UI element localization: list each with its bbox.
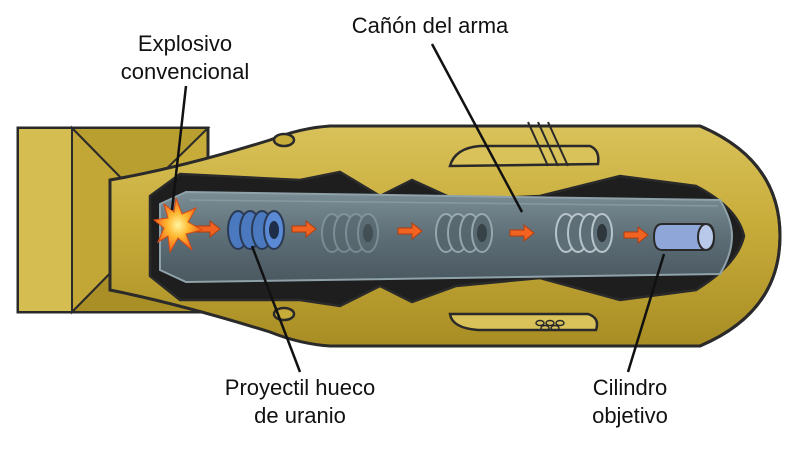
label-explosive-line2: convencional (120, 59, 250, 84)
motion-arrow (193, 219, 221, 239)
explosion-flash (152, 197, 204, 254)
motion-arrow (509, 223, 535, 243)
leader-line-projectile (250, 245, 302, 373)
label-target-line1: Cilindro (592, 375, 668, 400)
ghost-projectile (555, 213, 613, 253)
motion-arrow (623, 225, 649, 245)
leader-lines (170, 43, 666, 373)
label-explosive-line1: Explosivo (137, 31, 233, 56)
motion-arrow (291, 219, 317, 239)
uranium-projectile (227, 210, 285, 250)
leader-line-explosive (170, 85, 188, 211)
label-uranium-projectile: Proyectil hueco de uranio (200, 374, 400, 430)
leader-line-target (626, 253, 666, 373)
label-barrel-text: Cañón del arma (351, 13, 509, 38)
label-gun-barrel: Cañón del arma (320, 12, 540, 40)
ghost-projectile (435, 213, 493, 253)
motion-arrow (397, 221, 423, 241)
label-projectile-line1: Proyectil hueco (224, 375, 376, 400)
ghost-projectile (321, 213, 379, 253)
label-target-line2: objetivo (592, 403, 668, 428)
motion-arrows (193, 219, 649, 245)
label-conventional-explosive: Explosivo convencional (100, 30, 270, 86)
label-target-cylinder: Cilindro objetivo (550, 374, 710, 430)
target-cylinder (652, 223, 716, 251)
label-projectile-line2: de uranio (254, 403, 346, 428)
projectile-motion-ghosts (321, 213, 613, 253)
leader-line-barrel (430, 43, 524, 213)
